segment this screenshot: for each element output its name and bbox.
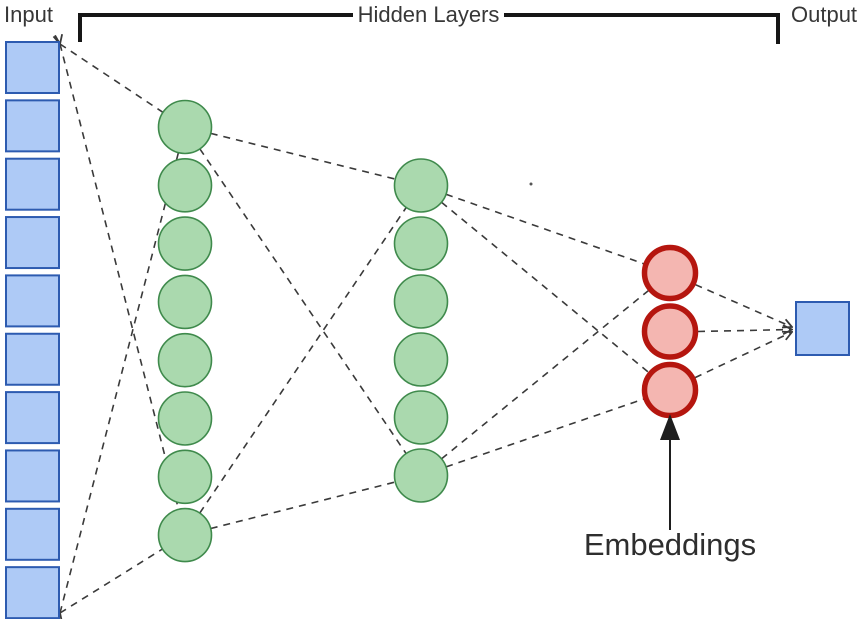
hidden-layer-1-node	[157, 99, 213, 155]
connection-line	[60, 44, 180, 510]
hidden-layer-1-node	[157, 274, 213, 330]
input-node	[5, 449, 60, 503]
connection-line	[694, 332, 792, 379]
connection-line	[697, 330, 792, 332]
hidden-layer-2-node	[393, 158, 449, 213]
input-node	[5, 274, 60, 328]
hidden-layers-bracket-right	[504, 13, 780, 44]
hidden-layer-2-node	[393, 390, 449, 445]
input-node	[5, 391, 60, 445]
input-node	[5, 216, 60, 270]
input-node	[5, 157, 60, 211]
connection-line	[446, 194, 644, 265]
hidden-layer-2-node	[393, 448, 449, 503]
hidden-layer-1-node	[157, 449, 213, 505]
embedding-node	[641, 361, 699, 419]
hidden-layer-1-node	[157, 158, 213, 213]
hidden-layers-bracket-left	[78, 13, 353, 42]
hidden-layer-1-node	[157, 507, 213, 563]
connection-line	[442, 290, 649, 459]
embedding-node	[641, 303, 699, 360]
connection-line	[211, 133, 396, 180]
hidden-layer-2-node	[393, 216, 449, 271]
input-node	[5, 507, 60, 561]
embeddings-label: Embeddings	[583, 527, 757, 562]
hidden-layer-2-node	[393, 332, 449, 387]
hidden-layer-1-node	[157, 332, 213, 388]
hidden-layer-1-node	[157, 216, 213, 271]
input-label: Input	[4, 2, 53, 27]
output-node	[795, 301, 850, 356]
input-node	[5, 566, 60, 619]
connection-line	[695, 283, 793, 327]
connection-line	[60, 152, 180, 613]
embedding-node	[641, 244, 699, 302]
connection-line	[60, 44, 164, 113]
stray-dot	[529, 182, 533, 186]
hidden-layer-1-node	[157, 391, 213, 446]
connection-line	[200, 149, 407, 455]
hidden-layers-label: Hidden Layers	[357, 2, 500, 27]
hidden-layer-2-node	[393, 274, 449, 329]
output-label: Output	[791, 2, 858, 27]
input-node	[5, 41, 60, 94]
connection-line	[446, 398, 644, 467]
embeddings-arrowhead-icon	[660, 414, 680, 440]
connection-line	[211, 481, 396, 529]
connection-line	[60, 548, 163, 613]
input-node	[5, 332, 60, 386]
connection-line	[200, 207, 407, 514]
connection-line	[442, 202, 649, 373]
input-node	[5, 99, 60, 153]
